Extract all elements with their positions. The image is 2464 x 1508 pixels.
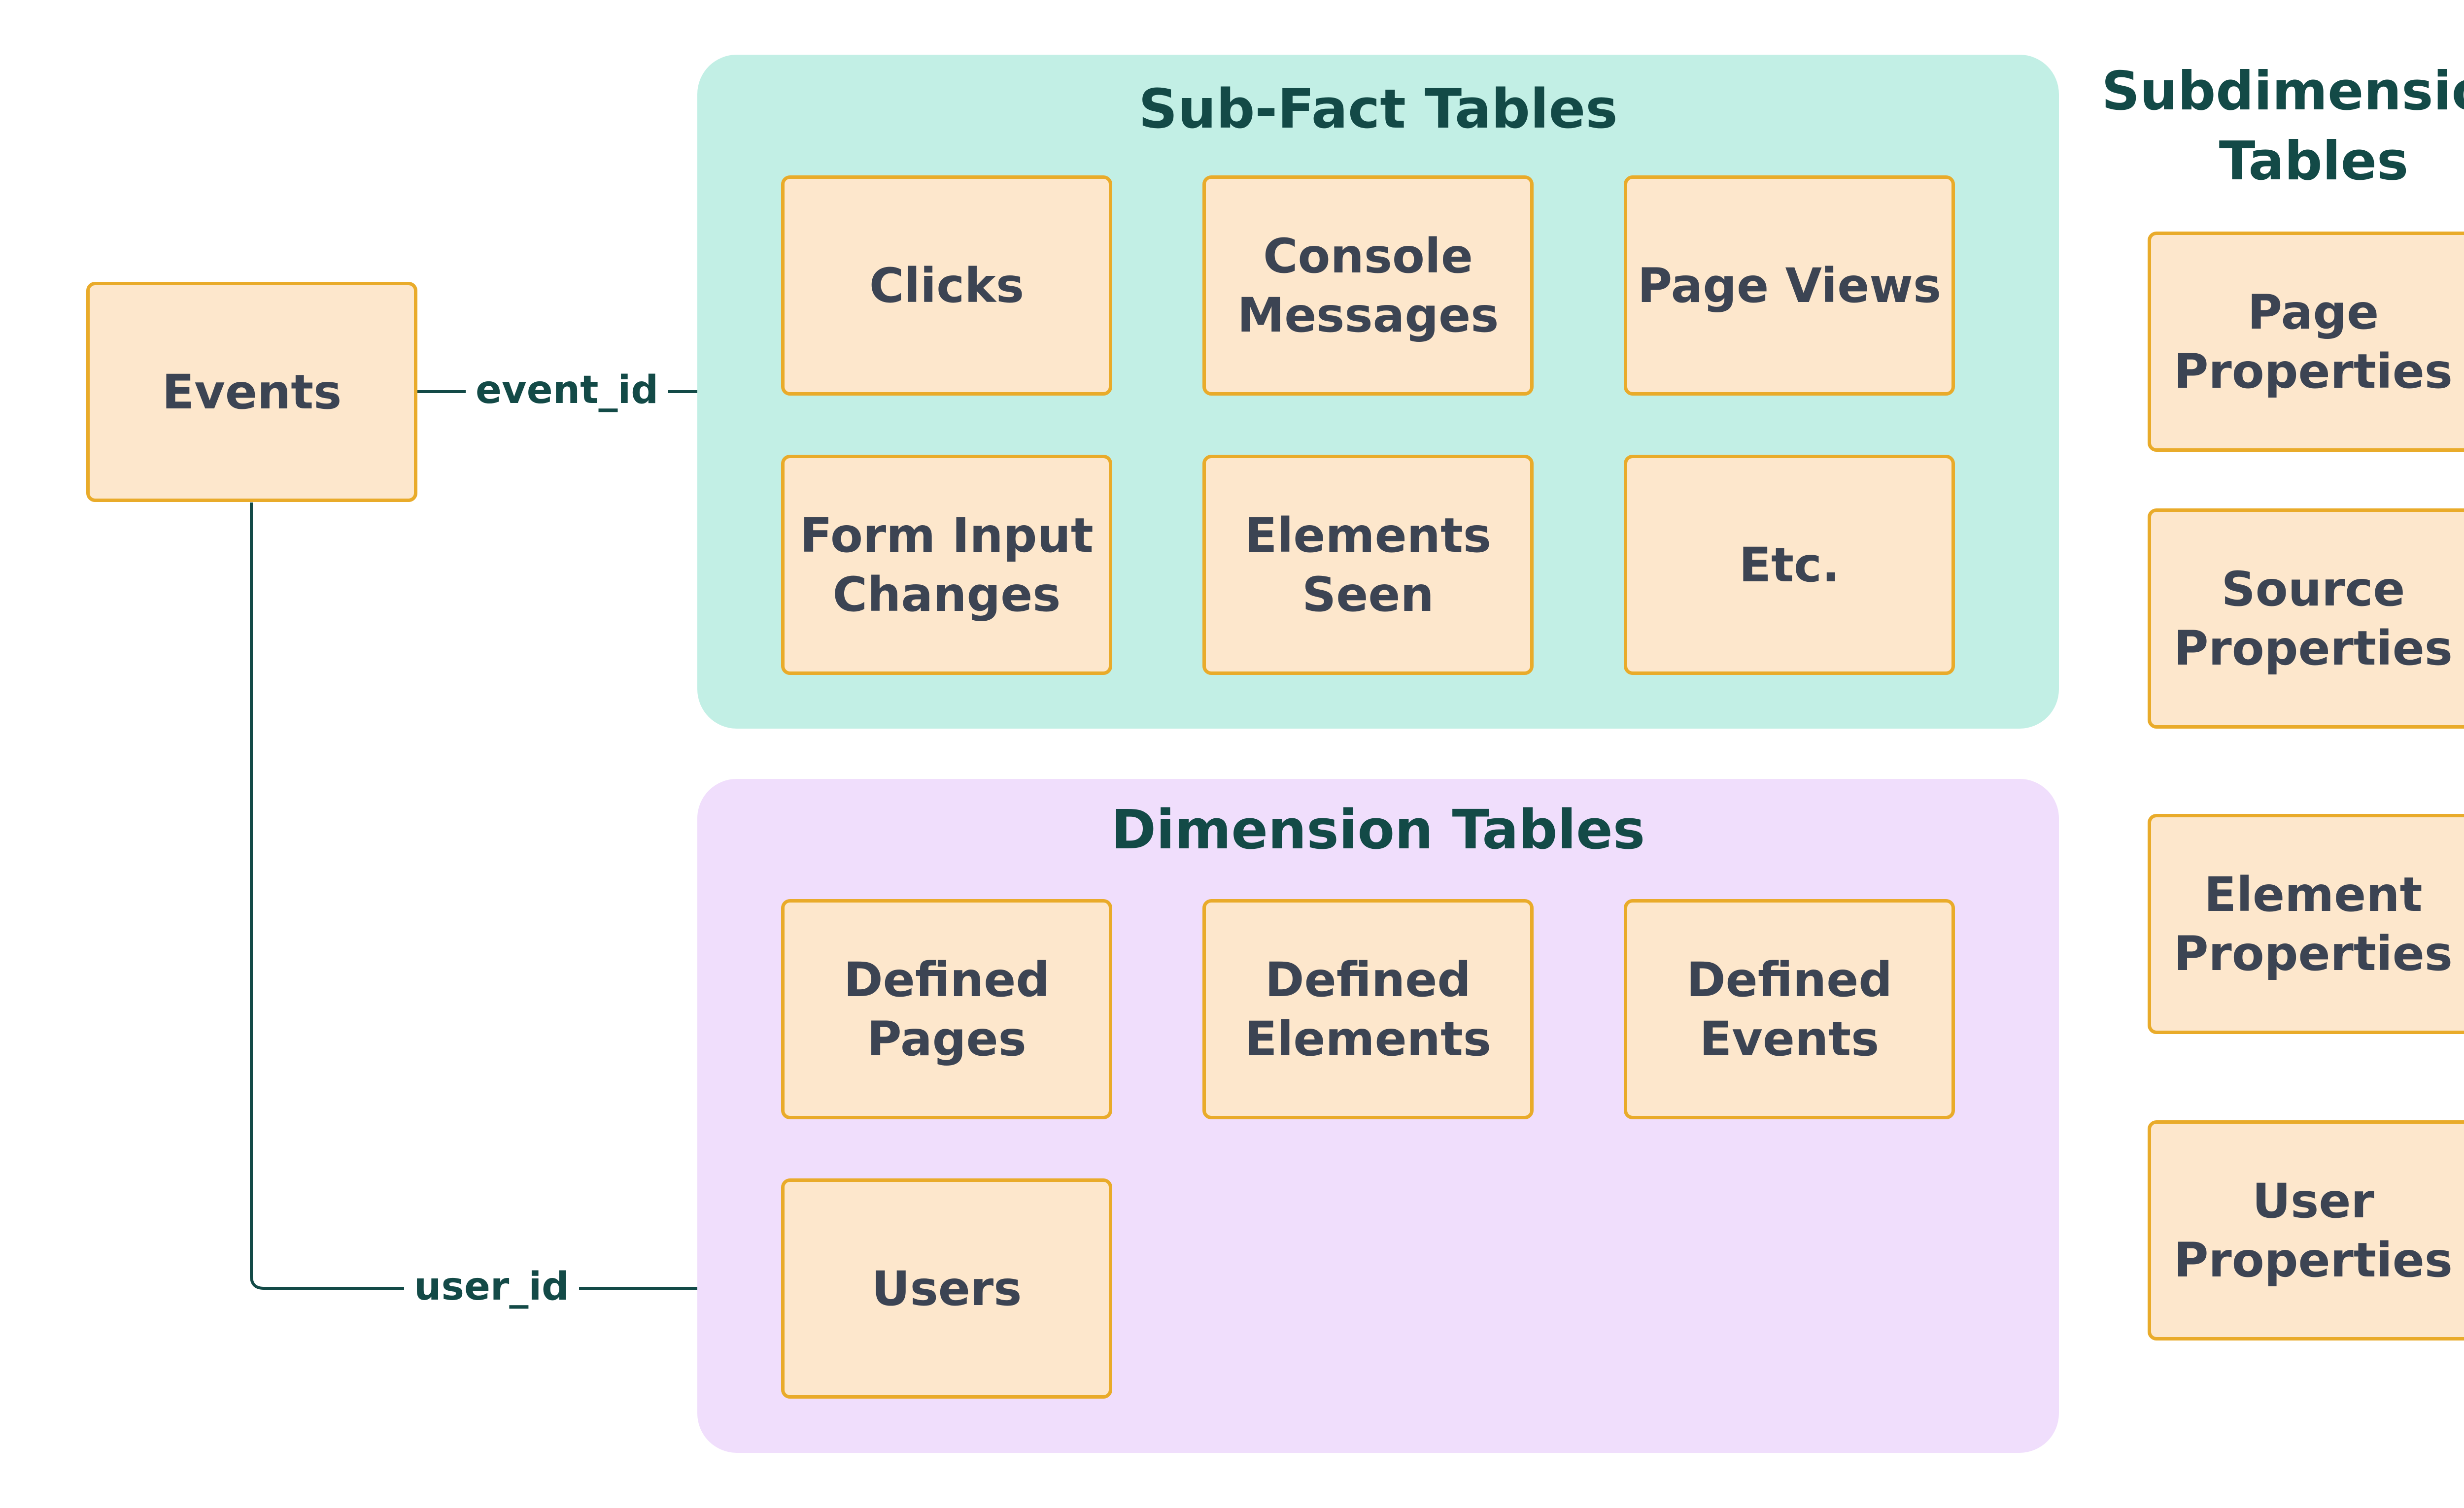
events-table[interactable]: Events [86,282,417,502]
users-table[interactable]: Users [781,1178,1112,1399]
clicks-table[interactable]: Clicks [781,175,1112,396]
defined-pages-table[interactable]: Defined Pages [781,899,1112,1119]
defined-elements-table[interactable]: Defined Elements [1202,899,1534,1119]
defined-events-table[interactable]: Defined Events [1624,899,1955,1119]
event-id-key-label: event_id [466,371,669,409]
dimension-tables-title: Dimension Tables [1111,798,1645,861]
elements-seen-table[interactable]: Elements Seen [1202,455,1534,675]
user-id-connector [250,503,781,1290]
subdimension-tables-title: Subdimension Tables [2101,61,2464,192]
element-properties-table[interactable]: Element Properties [2148,814,2464,1034]
user-properties-table[interactable]: User Properties [2148,1120,2464,1340]
sub-fact-tables-title: Sub-Fact Tables [1138,77,1618,140]
user-id-key-label: user_id [404,1268,579,1306]
etc-table[interactable]: Etc. [1624,455,1955,675]
page-properties-table[interactable]: Page Properties [2148,232,2464,452]
source-properties-table[interactable]: Source Properties [2148,508,2464,729]
form-input-changes-table[interactable]: Form Input Changes [781,455,1112,675]
page-views-table[interactable]: Page Views [1624,175,1955,396]
console-messages-table[interactable]: Console Messages [1202,175,1534,396]
